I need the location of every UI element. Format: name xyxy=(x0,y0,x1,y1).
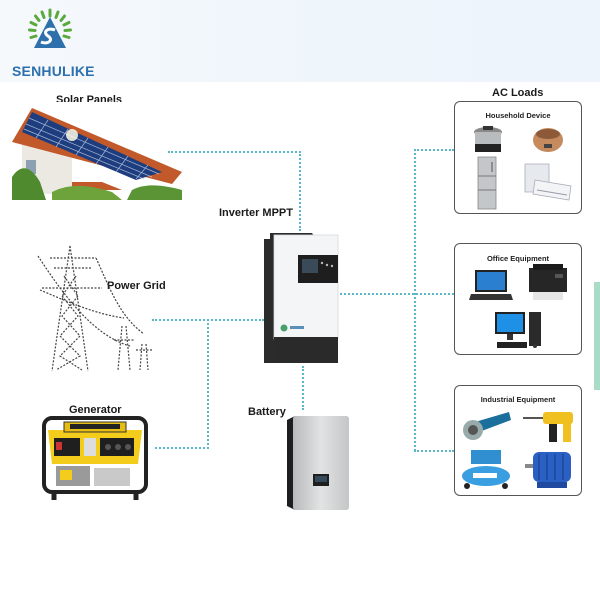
office-equipment-title: Office Equipment xyxy=(486,254,550,263)
header-band xyxy=(0,0,600,82)
industrial-equipment-box: Industrial Equipment xyxy=(454,385,582,496)
loads-bus xyxy=(414,149,416,451)
side-accent-bar xyxy=(594,282,600,390)
hammer-drill-icon xyxy=(523,412,573,442)
household-connector xyxy=(414,149,454,151)
generator-icon xyxy=(42,416,148,500)
solar-roof-icon xyxy=(12,102,182,200)
air-compressor-icon xyxy=(462,450,510,489)
printer-icon xyxy=(529,264,567,300)
brand-name: SENHULIKE xyxy=(12,63,95,79)
desktop-computer-icon xyxy=(495,312,541,348)
electric-motor-icon xyxy=(525,452,571,488)
angle-grinder-icon xyxy=(463,412,511,440)
power-grid-label: Power Grid xyxy=(107,280,166,292)
industrial-equipment-title: Industrial Equipment xyxy=(480,395,556,404)
battery-icon xyxy=(287,416,349,510)
refrigerator-icon xyxy=(477,156,497,210)
household-device-box: Household Device xyxy=(454,101,582,214)
generator-connector xyxy=(155,447,209,449)
transmission-tower-icon xyxy=(37,245,152,372)
laptop-icon xyxy=(469,270,513,300)
solar-connector xyxy=(168,151,301,153)
office-equipment-box: Office Equipment xyxy=(454,243,582,355)
pressure-cooker-icon xyxy=(474,126,502,152)
air-conditioner-icon xyxy=(524,163,572,201)
rice-cooker-icon xyxy=(533,128,563,152)
solar-connector-down xyxy=(299,151,301,231)
inverter-label: Inverter MPPT xyxy=(219,207,293,219)
loads-connector xyxy=(340,293,454,295)
battery-label: Battery xyxy=(248,406,286,418)
industrial-connector xyxy=(414,450,454,452)
battery-connector xyxy=(302,366,304,410)
inverter-icon xyxy=(264,233,339,363)
generator-label: Generator xyxy=(69,404,122,416)
generator-connector-up xyxy=(207,319,209,449)
brand-logo: SENHULIKE xyxy=(8,8,95,80)
household-device-title: Household Device xyxy=(485,111,551,120)
logo-sun-icon xyxy=(28,8,72,48)
ac-loads-label: AC Loads xyxy=(492,87,544,99)
